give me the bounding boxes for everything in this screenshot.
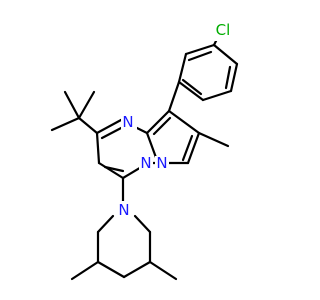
- bond: [77, 90, 96, 120]
- bond: [152, 116, 172, 136]
- bond: [63, 90, 81, 120]
- bond: [181, 134, 194, 162]
- pyrazole-n-label: N: [156, 154, 167, 172]
- bond: [103, 165, 125, 173]
- bond: [197, 131, 230, 148]
- bond: [201, 89, 233, 102]
- molecule-structure: Cl N N N N: [50, 21, 239, 281]
- bond: [224, 65, 232, 90]
- bond: [167, 109, 201, 135]
- pyrimidine-n-label: N: [122, 113, 133, 131]
- bond: [145, 109, 171, 135]
- bond: [187, 50, 213, 62]
- bond: [96, 214, 115, 234]
- chlorine-label: Cl: [216, 21, 231, 39]
- bond: [133, 214, 152, 234]
- bond: [70, 260, 100, 281]
- bond: [122, 260, 152, 279]
- bond: [229, 62, 239, 93]
- bond: [97, 161, 125, 180]
- bond: [95, 118, 123, 135]
- atom-labels: Cl N N N N: [116, 21, 238, 219]
- bond: [184, 43, 216, 56]
- piperidine-n-label: N: [118, 201, 129, 219]
- bond: [181, 78, 203, 96]
- bond: [148, 260, 178, 281]
- bond: [167, 80, 181, 113]
- bond: [96, 260, 126, 279]
- bond: [77, 116, 99, 135]
- bond: [95, 131, 101, 165]
- bond: [177, 80, 205, 102]
- bond: [177, 52, 188, 84]
- bond: [212, 43, 239, 66]
- bond: [50, 116, 81, 132]
- bond: [186, 131, 201, 165]
- bridge-n-label: N: [140, 154, 151, 172]
- bond: [100, 125, 125, 140]
